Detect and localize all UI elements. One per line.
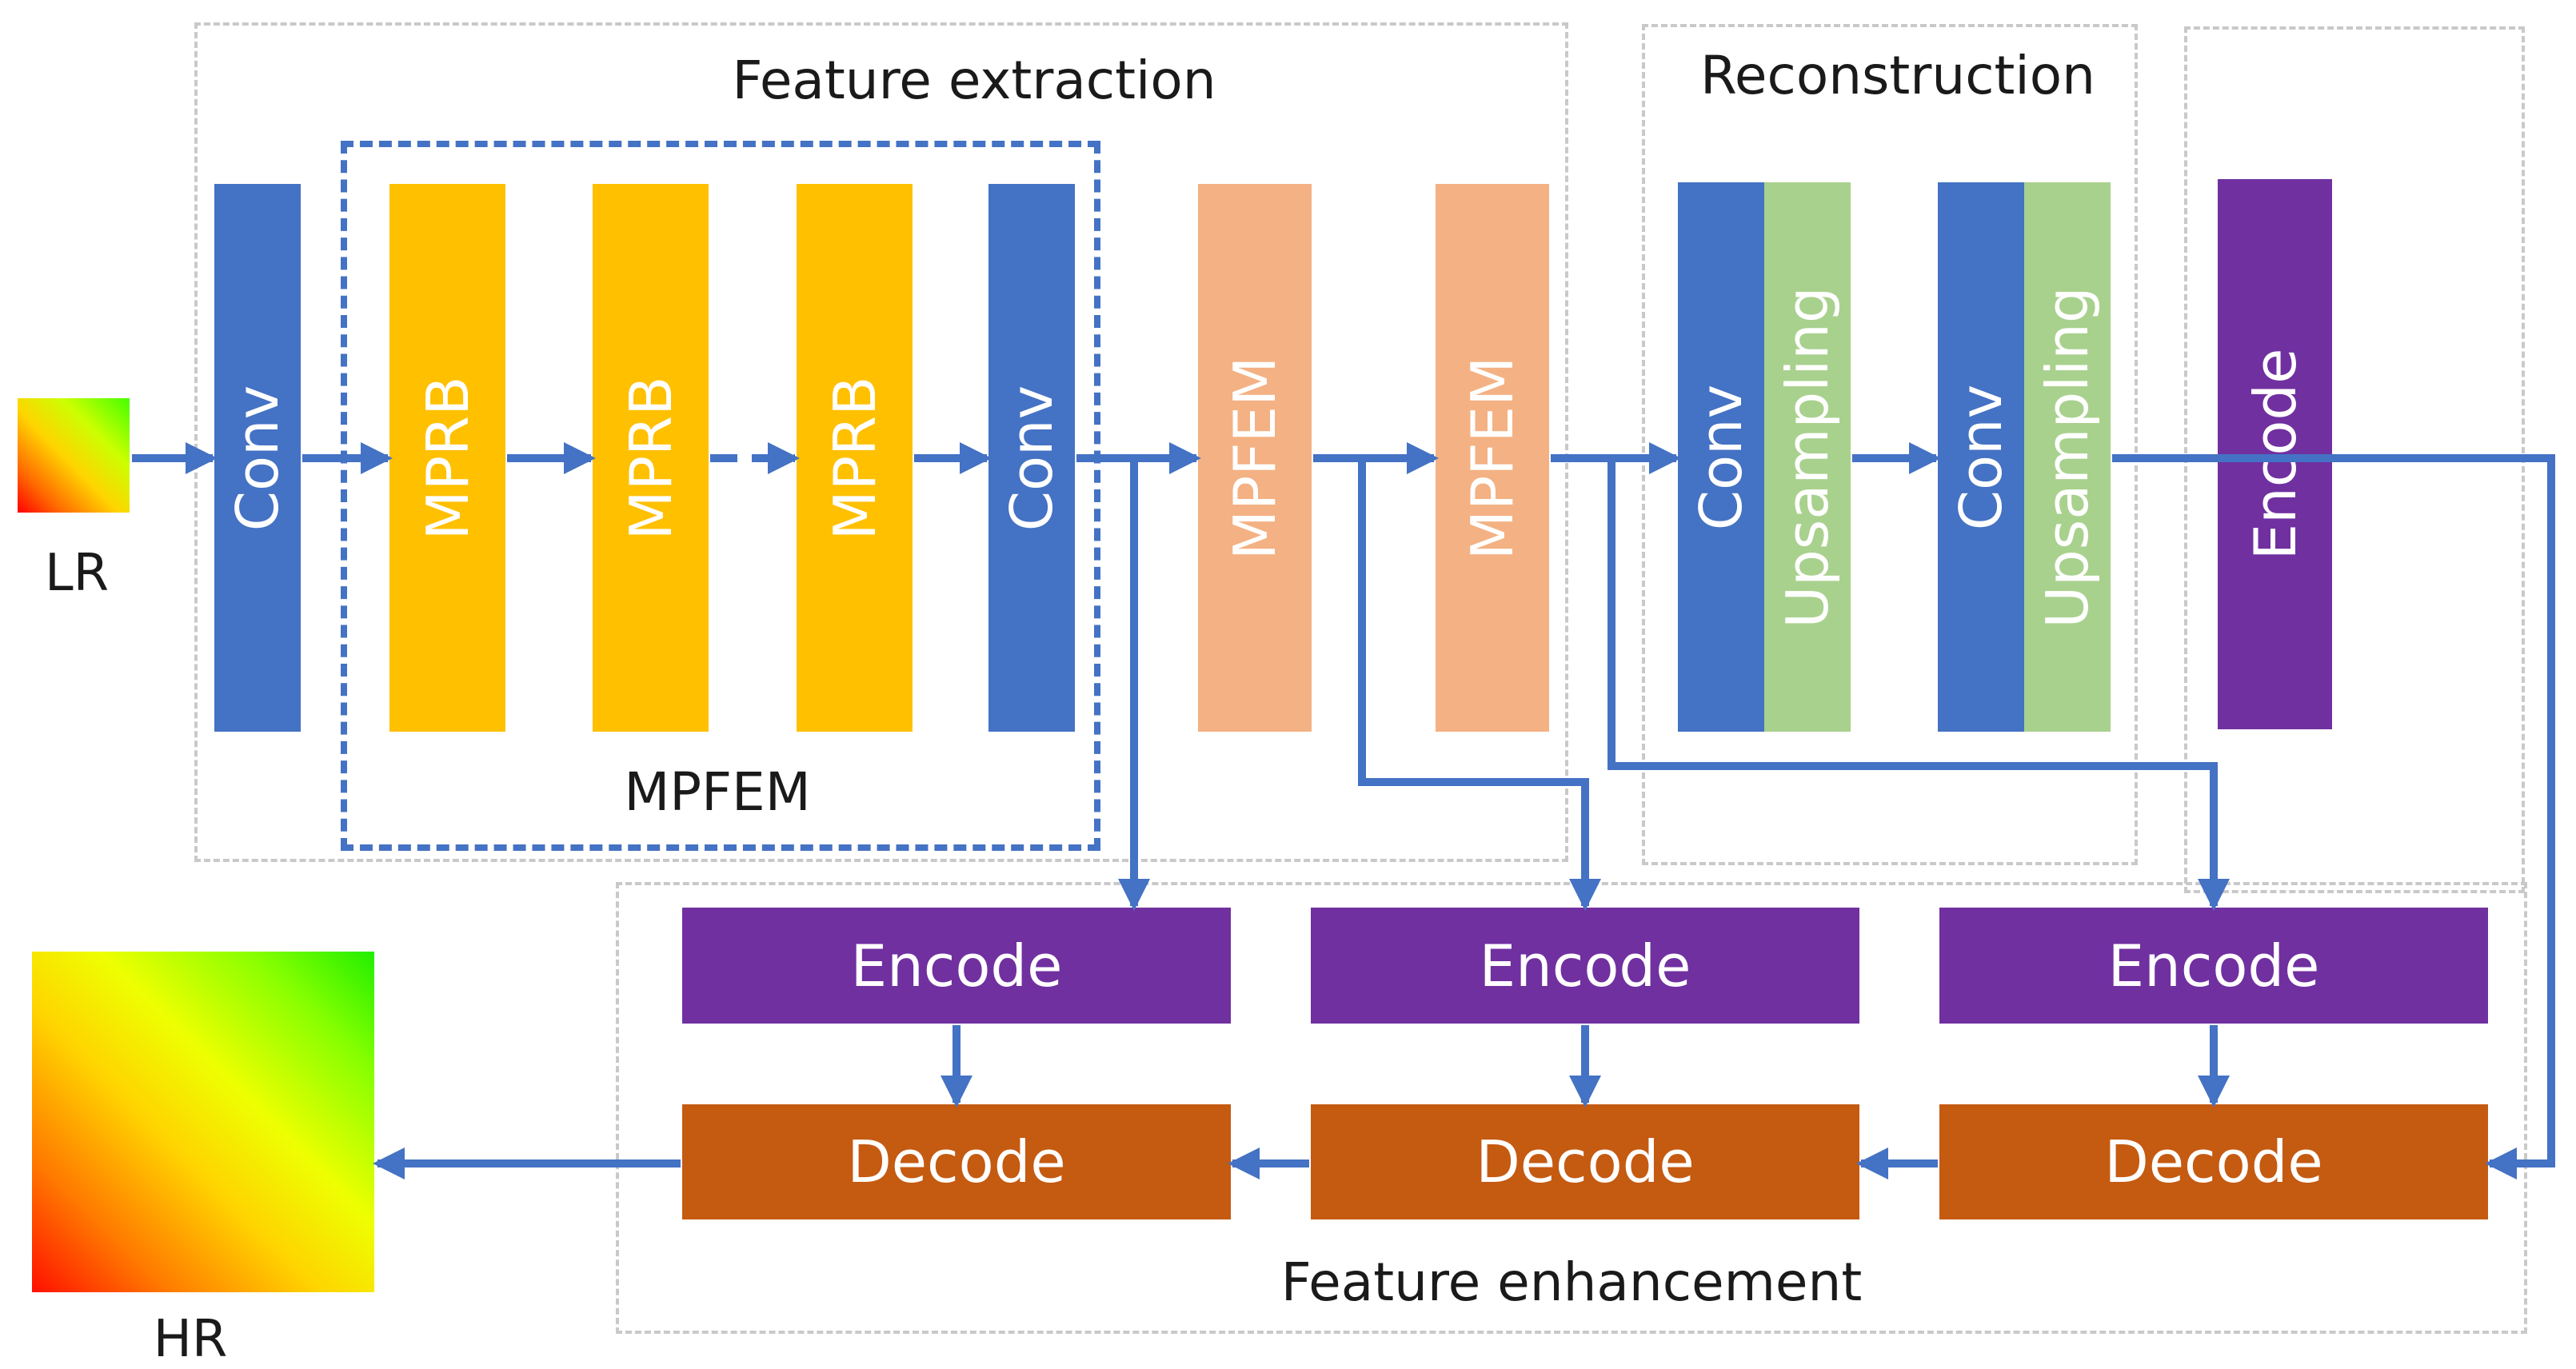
hr-label: HR	[153, 1310, 228, 1369]
decode-block-1: Decode	[682, 1104, 1231, 1219]
mpfem-module-box	[341, 141, 1100, 851]
mpfem-block-2: MPFEM	[1436, 184, 1549, 732]
feature-enhancement-title: Feature enhancement	[1280, 1251, 1863, 1313]
feature-extraction-title: Feature extraction	[732, 50, 1216, 111]
conv-block-1: Conv	[214, 184, 301, 732]
lr-label: LR	[44, 544, 110, 603]
recon-upsampling-block-2: Upsampling	[2024, 182, 2111, 732]
decode-block-2: Decode	[1311, 1104, 1859, 1219]
encode-block-1-label: Encode	[850, 932, 1063, 1000]
mpfem-module-title: MPFEM	[624, 761, 811, 823]
decode-block-3: Decode	[1939, 1104, 2488, 1219]
decode-block-1-label: Decode	[847, 1128, 1066, 1195]
mprb-block-3: MPRB	[797, 184, 913, 732]
recon-conv-block-2: Conv	[1938, 182, 2024, 732]
recon-conv-block-1: Conv	[1678, 182, 1764, 732]
reconstruction-group	[1642, 24, 2138, 865]
edge-mpfem1-to-encode2	[1358, 458, 1601, 911]
edge-mpfem2-to-encode3	[1608, 458, 2230, 911]
conv-block-2: Conv	[988, 184, 1075, 732]
mpfem-block-1: MPFEM	[1198, 184, 1312, 732]
mprb-block-1: MPRB	[389, 184, 505, 732]
edge-recon-to-decode3	[2112, 454, 2555, 1179]
recon-upsampling-block-1: Upsampling	[1764, 182, 1851, 732]
encode-block-3-label: Encode	[2107, 932, 2320, 1000]
lr-input-image	[18, 398, 130, 513]
decode-block-2-label: Decode	[1476, 1128, 1695, 1195]
encode-block-2: Encode	[1311, 908, 1859, 1024]
mprb-block-2: MPRB	[593, 184, 709, 732]
hr-output-image	[32, 952, 374, 1292]
encode-block-1: Encode	[682, 908, 1231, 1024]
encode-block-2-label: Encode	[1479, 932, 1691, 1000]
reconstruction-title: Reconstruction	[1700, 45, 2095, 106]
encode-block-3: Encode	[1939, 908, 2488, 1024]
decode-block-3-label: Decode	[2104, 1128, 2323, 1195]
